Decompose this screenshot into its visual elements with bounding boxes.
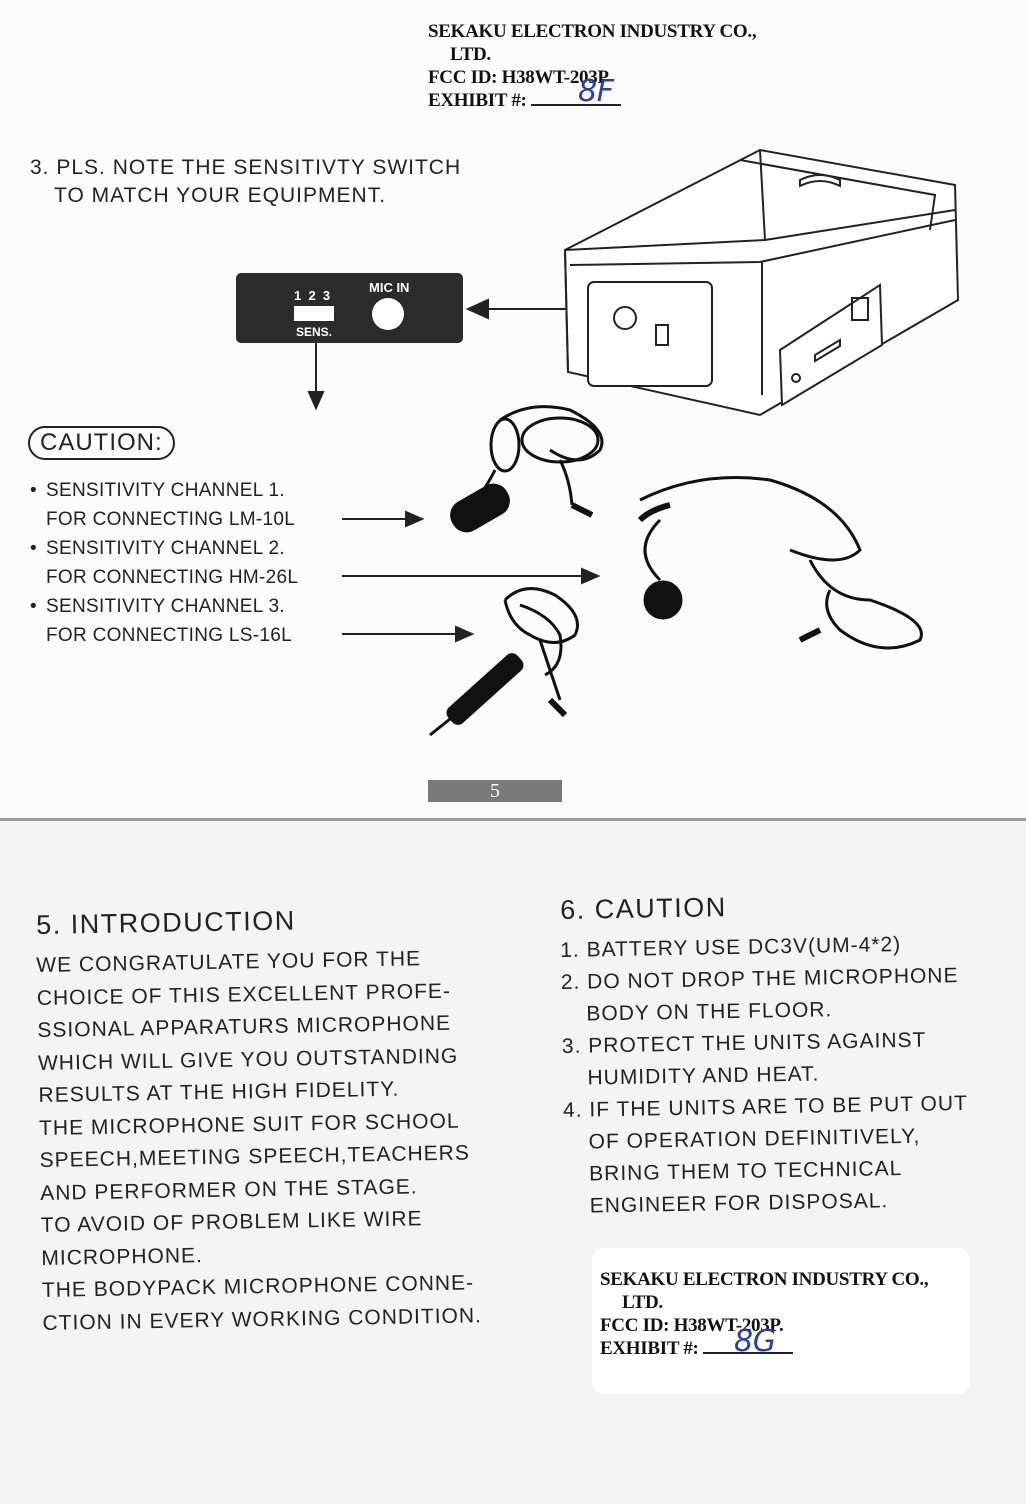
exhibit-label: EXHIBIT #: xyxy=(600,1338,699,1359)
arrow-down xyxy=(307,343,325,411)
bullet-icon: • xyxy=(30,480,37,501)
caution-section-title: 6. CAUTION xyxy=(560,892,728,925)
note-line-2: TO MATCH YOUR EQUIPMENT. xyxy=(54,184,387,207)
company-suffix: LTD. xyxy=(450,44,491,65)
introduction-body: WE CONGRATULATE YOU FOR THE CHOICE OF TH… xyxy=(36,942,523,1340)
exhibit-line: EXHIBIT #: xyxy=(428,89,798,112)
exhibit-line: EXHIBIT #: xyxy=(600,1337,970,1360)
fcc-id: FCC ID: H38WT-203P xyxy=(428,67,609,88)
exhibit-number-handwritten: 8F xyxy=(578,74,614,109)
bodypack-transmitter-illustration xyxy=(563,148,960,417)
sens-switch[interactable] xyxy=(294,306,334,321)
arrow-channel-3 xyxy=(342,625,475,643)
sens-connect-2: FOR CONNECTING HM-26L xyxy=(46,567,299,588)
sens-connect-3: FOR CONNECTING LS-16L xyxy=(46,625,292,646)
note-line-1: 3. PLS. NOTE THE SENSITIVTY SWITCH xyxy=(30,156,462,179)
company-name: SEKAKU ELECTRON INDUSTRY CO., xyxy=(600,1269,929,1290)
diagram-svg xyxy=(307,148,960,737)
page-number: 5 xyxy=(428,780,562,802)
sens-connect-1: FOR CONNECTING LM-10L xyxy=(46,509,296,530)
sensitivity-list: • SENSITIVITY CHANNEL 1. FOR CONNECTING L… xyxy=(30,476,350,650)
arrow-channel-1 xyxy=(342,510,425,528)
sens-item-2: • SENSITIVITY CHANNEL 2. xyxy=(30,534,350,563)
bullet-icon: • xyxy=(30,538,37,559)
bullet-icon: • xyxy=(30,596,37,617)
caution-section-list: 1. BATTERY USE DC3V(UM-4*2) 2. DO NOT DR… xyxy=(560,927,1005,1223)
fcc-id: FCC ID: H38WT-203P. xyxy=(600,1315,784,1336)
page-fold-line xyxy=(0,818,1026,821)
channel-numbers: 1 2 3 xyxy=(294,288,331,303)
company-name: SEKAKU ELECTRON INDUSTRY CO., xyxy=(428,21,757,42)
mic-in-jack[interactable] xyxy=(372,298,404,330)
headset-mic-illustration xyxy=(637,476,923,650)
sens-channel-2: SENSITIVITY CHANNEL 2. xyxy=(46,538,285,559)
lapel-mic-illustration xyxy=(450,405,604,533)
exhibit-stamp-bottom: SEKAKU ELECTRON INDUSTRY CO., LTD. FCC I… xyxy=(592,1248,970,1394)
exhibit-underline xyxy=(703,1338,793,1354)
introduction-title: 5. INTRODUCTION xyxy=(36,905,296,940)
arrow-to-panel xyxy=(465,298,582,320)
sensitivity-note: 3. PLS. NOTE THE SENSITIVTY SWITCH TO MA… xyxy=(30,154,500,210)
lavalier-mic-illustration xyxy=(429,587,579,737)
manual-page-5 xyxy=(0,0,1026,820)
mic-in-label: MIC IN xyxy=(369,280,410,295)
exhibit-stamp-top: SEKAKU ELECTRON INDUSTRY CO., LTD. FCC I… xyxy=(428,20,798,145)
sens-channel-1: SENSITIVITY CHANNEL 1. xyxy=(46,480,285,501)
exhibit-number-handwritten: 8G xyxy=(734,1324,776,1359)
exhibit-underline xyxy=(531,90,621,106)
sens-item-1: • SENSITIVITY CHANNEL 1. xyxy=(30,476,350,505)
sens-mic-panel: 1 2 3 MIC IN SENS. xyxy=(236,273,463,343)
sens-label: SENS. xyxy=(296,325,333,339)
caution-label: CAUTION: xyxy=(28,426,175,460)
company-suffix: LTD. xyxy=(622,1292,663,1313)
sens-channel-3: SENSITIVITY CHANNEL 3. xyxy=(46,596,285,617)
arrow-channel-2 xyxy=(342,567,601,585)
sens-item-3: • SENSITIVITY CHANNEL 3. xyxy=(30,592,350,621)
exhibit-label: EXHIBIT #: xyxy=(428,90,527,111)
